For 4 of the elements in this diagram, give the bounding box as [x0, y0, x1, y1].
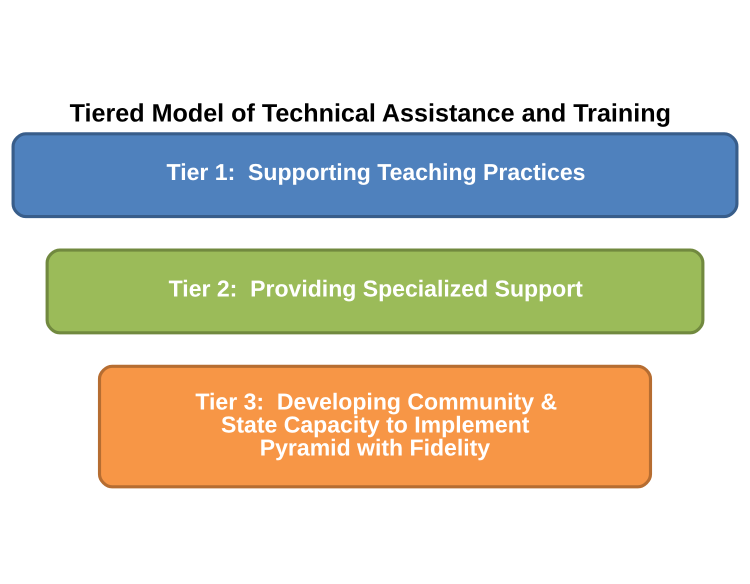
- node-box: Tier 1: Supporting Teaching Practices: [12, 132, 738, 218]
- node-box: Tier 2: Providing Specialized Support: [46, 248, 704, 334]
- node-box: Tier 3: Developing Community & State Capacity to Implement Pyramid with Fidelity: [98, 364, 652, 488]
- diagram-title: Tiered Model of Technical Assistance and Training: [70, 98, 671, 127]
